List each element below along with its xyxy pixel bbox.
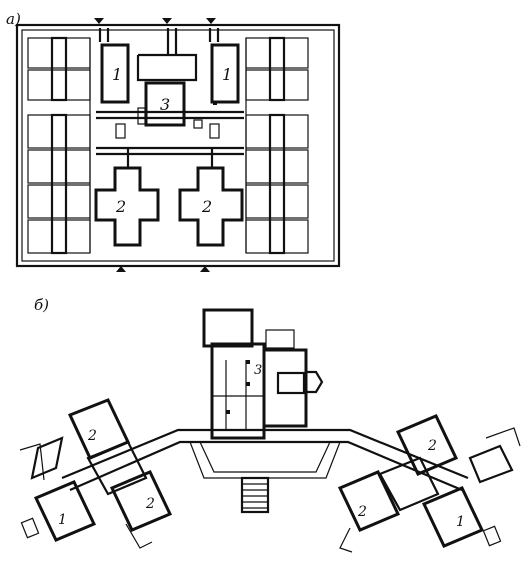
- zone-label-b-2-lower-right: 2: [357, 504, 367, 520]
- plan-b: б): [19, 296, 521, 553]
- zone-2-upper-left-block: [67, 398, 131, 460]
- plan-a-center: [96, 28, 244, 168]
- zone-label-b-2-lower-left: 2: [145, 496, 155, 512]
- zone-label-3: 3: [160, 95, 170, 114]
- zone-2-lower-left-block: [109, 470, 173, 532]
- plan-b-left-cluster: [19, 398, 173, 549]
- zone-1-right-block: [421, 486, 485, 548]
- zone-label-2-right: 2: [201, 197, 212, 216]
- zone-label-b-2-upper-right: 2: [427, 438, 437, 454]
- zone-label-b-1-right: 1: [456, 514, 465, 530]
- plan-a-left-wing: [27, 36, 91, 255]
- plan-a-inner-frame: [21, 29, 335, 262]
- zone-label-b-3: 3: [254, 363, 262, 378]
- plan-b-right-cluster: [337, 414, 521, 553]
- zone-1-left-block: [33, 480, 97, 542]
- zone-label-2-left: 2: [115, 197, 126, 216]
- zone-2-left-cross: [94, 166, 160, 247]
- plan-a-entrances: [94, 18, 216, 272]
- zone-label-1-left: 1: [112, 65, 122, 84]
- zone-2-upper-right-block: [395, 414, 459, 476]
- panel-b-label: б): [34, 296, 49, 314]
- plan-a-outer-frame: [15, 23, 341, 268]
- zone-3-top-block: [202, 308, 254, 348]
- zone-label-b-2-upper-left: 2: [87, 428, 97, 444]
- zone-label-1-right: 1: [222, 65, 232, 84]
- zone-label-b-1-left: 1: [58, 512, 67, 528]
- plan-a: а): [6, 10, 341, 272]
- zone-2-lower-right-block: [337, 470, 401, 532]
- zone-2-right-cross: [178, 166, 244, 247]
- plan-b-central-building: [202, 308, 324, 514]
- panel-a-label: а): [6, 10, 21, 28]
- zone-1-left-block: [100, 43, 130, 104]
- zone-1-right-block: [210, 43, 240, 104]
- zone-3-block: [144, 81, 186, 127]
- plan-a-right-wing: [245, 36, 309, 255]
